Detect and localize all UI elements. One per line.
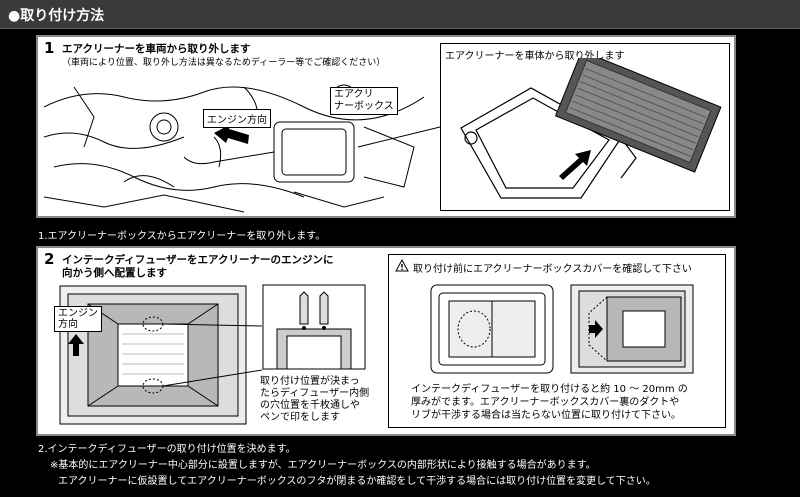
footer-line2: ※基本的にエアクリーナー中心部分に設置しますが、エアクリーナーボックスの内部形状… [50, 460, 596, 471]
engine-label-line2: 方向 [58, 319, 78, 330]
marking-note-line4: ペンで印をします [260, 412, 340, 423]
thickness-note-line3: リブが干渉する場合は当たらない位置に取り付けて下さい。 [411, 410, 681, 421]
step1-caption: 1.エアクリーナーボックスからエアクリーナーを取り外します。 [38, 231, 326, 242]
inset-title: エアクリーナーを車体から取り外します [445, 51, 625, 62]
cover-illustration [430, 284, 554, 374]
section-title: ●取り付け方法 [8, 8, 105, 24]
callout-line [357, 126, 441, 148]
detail-connector-lines [162, 323, 263, 387]
step2-panel: 2 インテークディフューザーをエアクリーナーのエンジンに 向かう側へ配置します … [36, 246, 736, 436]
diffuser-placement-illustration [570, 284, 694, 374]
thickness-note-line2: 厚みがでます。エアクリーナーボックスカバー裏のダクトや [411, 397, 680, 408]
airbox-label: エアクリ ナーボックス [330, 87, 398, 115]
step1-number: 1 [44, 39, 55, 57]
airbox-removal-illustration [460, 58, 722, 199]
engine-label-line1: エンジン [58, 308, 98, 319]
marking-detail-illustration [262, 284, 366, 370]
footer-line3: エアクリーナーに仮設置してエアクリーナーボックスのフタが閉まるか確認をして干渉す… [58, 476, 656, 487]
thickness-note-line1: インテークディフューザーを取り付けると約 10 ～ 20mm の [411, 384, 688, 395]
removal-inset: エアクリーナーを車体から取り外します [440, 43, 730, 211]
airbox-label-line2: ナーボックス [334, 101, 394, 112]
step2-number: 2 [44, 250, 55, 268]
thickness-note: インテークディフューザーを取り付けると約 10 ～ 20mm の 厚みがでます。… [411, 383, 688, 422]
warning-icon [395, 259, 409, 272]
marking-note-line3: の穴位置を千枚通しや [260, 400, 360, 411]
step2-title-line2: 向かう側へ配置します [62, 267, 167, 279]
marking-note-line2: たらディフューザー内側 [260, 388, 370, 399]
step1-panel: 1 エアクリーナーを車両から取り外します （車両により位置、取り外し方法は異なる… [36, 35, 736, 218]
marking-note: 取り付け位置が決まっ たらディフューザー内側 の穴位置を千枚通しや ペンで印をし… [260, 376, 369, 424]
marking-note-line1: 取り付け位置が決まっ [260, 376, 360, 387]
footer-line1: 2.インテークディフューザーの取り付け位置を決めます。 [38, 444, 296, 455]
step2-title-line1: インテークディフューザーをエアクリーナーのエンジンに [62, 254, 334, 266]
warning-box: 取り付け前にエアクリーナーボックスカバーを確認して下さい インテークディフューザ… [388, 254, 726, 428]
engine-direction-label: エンジン方向 [203, 109, 271, 128]
warning-text: 取り付け前にエアクリーナーボックスカバーを確認して下さい [413, 264, 692, 275]
engine-direction-label-2: エンジン 方向 [54, 306, 102, 332]
section-header: ●取り付け方法 [0, 0, 800, 29]
step1-subtitle: （車両により位置、取り外し方法は異なるためディーラー等でご確認ください） [62, 58, 386, 68]
airbox-label-line1: エアクリ [334, 89, 374, 100]
step1-title: エアクリーナーを車両から取り外します [62, 43, 251, 55]
